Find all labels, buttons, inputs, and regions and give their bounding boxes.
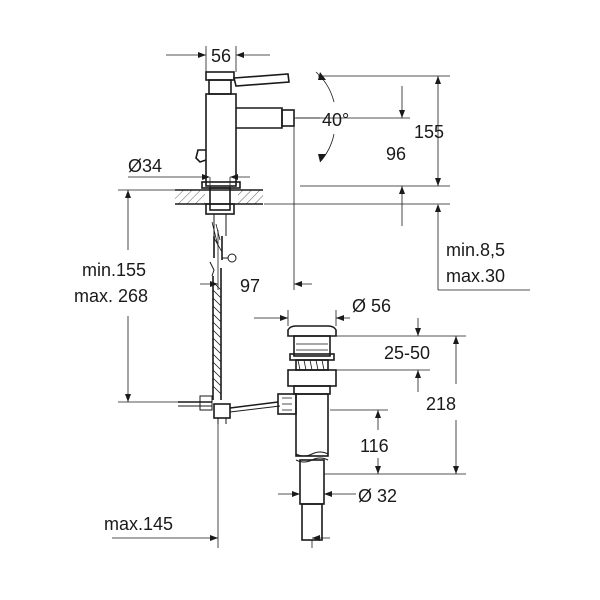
tailpiece bbox=[295, 393, 329, 457]
lever-cap bbox=[205, 71, 235, 81]
dim-waste-diameter: Ø 56 bbox=[352, 296, 391, 316]
dim-aerator-height: 96 bbox=[386, 144, 406, 164]
mixer-column bbox=[205, 93, 237, 187]
dim-deck-max: max.30 bbox=[446, 266, 505, 286]
dim-base-max: max.145 bbox=[104, 514, 173, 534]
lever-handle bbox=[232, 73, 290, 87]
dimension-labels: 56 40° 155 96 Ø34 min.155 max. 268 97 mi… bbox=[74, 46, 505, 534]
dim-total-height: 155 bbox=[414, 122, 444, 142]
mixer-body bbox=[195, 71, 295, 189]
popup-waste bbox=[277, 325, 337, 541]
mounting-shank bbox=[209, 187, 231, 211]
popup-knob bbox=[195, 149, 207, 163]
lock-nut bbox=[287, 369, 337, 387]
dimension-lines bbox=[112, 46, 530, 548]
dim-hose-min: min.155 bbox=[82, 260, 146, 280]
spout bbox=[236, 107, 283, 129]
aerator bbox=[281, 109, 295, 127]
dim-waste-length: 218 bbox=[426, 394, 456, 414]
dim-tail-diameter: Ø 32 bbox=[358, 486, 397, 506]
dim-spout-width: 56 bbox=[211, 46, 231, 66]
dim-waste-adjust: 25-50 bbox=[384, 343, 430, 363]
dim-hole-diameter: Ø34 bbox=[128, 156, 162, 176]
popup-linkage bbox=[178, 395, 281, 424]
dim-deck-min: min.8,5 bbox=[446, 240, 505, 260]
dim-projection: 97 bbox=[240, 276, 260, 296]
waste-cap bbox=[287, 325, 337, 337]
dim-hose-max: max. 268 bbox=[74, 286, 148, 306]
countertop bbox=[175, 187, 263, 236]
dim-angle: 40° bbox=[322, 110, 349, 130]
flex-hose bbox=[209, 221, 237, 400]
dim-tailpiece: 116 bbox=[360, 436, 389, 456]
